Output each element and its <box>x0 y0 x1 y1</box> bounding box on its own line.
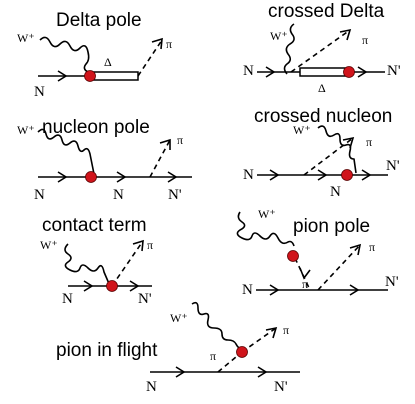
crossed-nucleon-diagram: crossed nucleon W⁺ π N N N' <box>243 106 400 200</box>
delta-pole-pion-arrow <box>151 37 163 50</box>
delta-pole-delta-propagator <box>91 71 139 81</box>
contact-term-arrow-in <box>83 280 94 292</box>
contact-term-title: contact term <box>42 215 147 236</box>
pion-pole-pion-mid-line <box>294 257 311 291</box>
pion-in-flight-pion-line <box>241 327 277 353</box>
crossed-delta-title: crossed Delta <box>268 1 385 22</box>
delta-pole-arrow-in <box>57 70 68 82</box>
contact-term-pi-label: π <box>147 238 153 252</box>
pion-in-flight-diagram: pion in flight W⁺ π π N N' <box>56 301 300 395</box>
pion-pole-w-line <box>236 211 295 247</box>
contact-term-n-out-label: N' <box>138 291 152 307</box>
delta-pole-w-line <box>39 36 93 77</box>
delta-pole-delta-label: Δ <box>104 55 112 69</box>
pion-in-flight-n-out-label: N' <box>274 379 288 395</box>
nucleon-pole-arrow-in <box>57 171 68 183</box>
pion-in-flight-w-line <box>191 301 243 351</box>
crossed-nucleon-pion-arrow <box>342 136 355 149</box>
crossed-nucleon-w-label: W⁺ <box>293 123 311 137</box>
pion-pole-pi-label: π <box>369 240 375 254</box>
pion-pole-pion-arrow <box>349 243 362 256</box>
nucleon-pole-title: nucleon pole <box>42 117 150 138</box>
crossed-delta-pi-label: π <box>362 33 368 47</box>
pion-in-flight-vertex <box>236 346 248 358</box>
pion-in-flight-title: pion in flight <box>56 340 158 361</box>
pion-pole-n-in-label: N <box>242 282 253 298</box>
contact-term-arrow-out <box>129 280 140 292</box>
contact-term-pion-arrow <box>132 239 144 252</box>
crossed-delta-pion-arrow <box>339 28 352 41</box>
crossed-delta-delta-label: Δ <box>318 81 326 95</box>
pion-in-flight-pi-label: π <box>283 323 289 337</box>
pion-pole-vertex <box>287 250 299 262</box>
delta-pole-vertex <box>84 70 96 82</box>
crossed-delta-arrow-out <box>357 66 368 78</box>
crossed-nucleon-arrow-mid <box>317 169 328 181</box>
delta-pole-pi-label: π <box>166 37 172 51</box>
contact-term-w-line <box>64 243 111 287</box>
pion-pole-title: pion pole <box>293 216 370 237</box>
pion-pole-arrow-in <box>269 284 280 296</box>
pion-in-flight-arrow-out <box>257 366 268 378</box>
crossed-nucleon-w-line <box>317 125 357 174</box>
nucleon-pole-arrow-mid <box>116 171 127 183</box>
nucleon-pole-w-line <box>37 128 95 175</box>
nucleon-pole-pion-arrow <box>159 138 171 150</box>
crossed-delta-diagram: crossed Delta W⁺ π Δ N N' <box>243 1 401 95</box>
crossed-nucleon-arrow-out <box>361 169 372 181</box>
pion-in-flight-w-label: W⁺ <box>170 311 188 325</box>
crossed-nucleon-n-in-label: N <box>243 167 254 183</box>
delta-pole-diagram: Delta pole W⁺ Δ π N <box>17 10 172 100</box>
nucleon-pole-n-in-label: N <box>34 187 45 203</box>
delta-pole-title: Delta pole <box>56 10 142 31</box>
pion-pole-pi-mid-label: π <box>302 277 308 291</box>
crossed-delta-vertex <box>343 66 355 78</box>
crossed-nucleon-n-mid-label: N <box>330 184 341 200</box>
crossed-delta-n-in-label: N <box>243 63 254 79</box>
pion-pole-arrow-out <box>349 284 360 296</box>
nucleon-pole-n-out-label: N' <box>168 187 182 203</box>
delta-pole-w-label: W⁺ <box>17 31 35 45</box>
pion-pole-pion-line <box>317 244 361 291</box>
pion-in-flight-pion-arrow <box>265 326 278 339</box>
pion-pole-w-label: W⁺ <box>258 207 276 221</box>
contact-term-n-in-label: N <box>62 291 73 307</box>
crossed-nucleon-vertex <box>341 169 353 181</box>
pion-pole-diagram: pion pole W⁺ π π N N' <box>236 207 399 298</box>
pion-pole-pion-mid-arrow <box>299 267 311 280</box>
pion-in-flight-arrow-in <box>175 366 186 378</box>
contact-term-vertex <box>106 280 118 292</box>
nucleon-pole-pi-label: π <box>177 133 183 147</box>
delta-pole-pion-line <box>137 39 163 77</box>
pion-in-flight-n-in-label: N <box>146 379 157 395</box>
crossed-delta-delta-propagator <box>299 67 348 77</box>
nucleon-pole-diagram: nucleon pole W⁺ π N N N' <box>17 117 192 203</box>
nucleon-pole-arrow-out <box>167 171 178 183</box>
nucleon-pole-vertex <box>85 171 97 183</box>
nucleon-pole-w-label: W⁺ <box>17 123 35 137</box>
crossed-nucleon-arrow-in <box>269 169 280 181</box>
pion-in-flight-pi-mid-label: π <box>210 349 216 363</box>
crossed-delta-arrow-in <box>265 66 276 78</box>
crossed-nucleon-n-out-label: N' <box>386 158 400 174</box>
contact-term-diagram: contact term W⁺ π N N' <box>40 215 153 307</box>
contact-term-pion-line <box>111 240 144 287</box>
crossed-nucleon-title: crossed nucleon <box>254 106 392 127</box>
delta-pole-n-in-label: N <box>34 84 45 100</box>
crossed-nucleon-pi-label: π <box>366 135 372 149</box>
crossed-delta-w-label: W⁺ <box>270 29 288 43</box>
nucleon-pole-pion-line <box>149 139 171 178</box>
contact-term-w-label: W⁺ <box>40 238 58 252</box>
crossed-delta-n-out-label: N' <box>387 63 401 79</box>
crossed-delta-w-line <box>283 23 295 75</box>
crossed-nucleon-pion-line <box>303 137 354 176</box>
crossed-delta-pion-line <box>290 29 351 73</box>
pion-pole-n-out-label: N' <box>385 274 399 290</box>
nucleon-pole-n-mid-label: N <box>113 187 124 203</box>
